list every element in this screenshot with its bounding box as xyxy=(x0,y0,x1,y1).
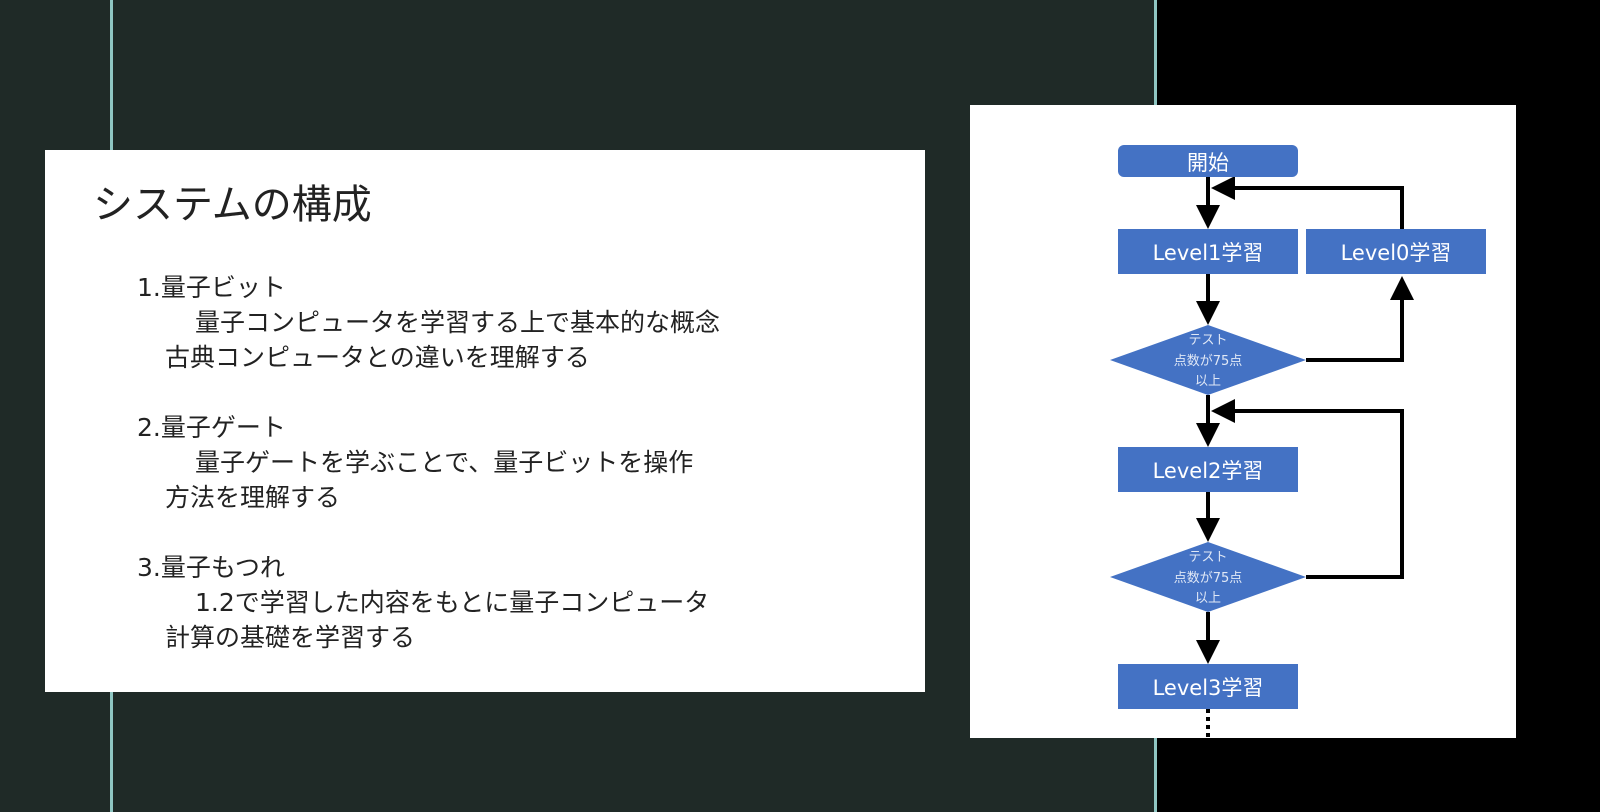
item-heading: 1.量子ビット xyxy=(137,273,286,302)
arrow xyxy=(1306,276,1414,362)
start-node xyxy=(1118,145,1298,177)
decision-node xyxy=(1110,542,1306,612)
arrow xyxy=(1211,399,1404,579)
item-text: 古典コンピュータとの違いを理解する xyxy=(165,343,590,372)
decision-label: 以上 xyxy=(1195,591,1221,606)
item-text: 計算の基礎を学習する xyxy=(165,623,416,652)
level3-node xyxy=(1118,664,1298,709)
decision-label: 点数が75点 xyxy=(1174,571,1243,586)
level2-label: Level2学習 xyxy=(1153,459,1264,483)
item-text: 量子ゲートを学ぶことで、量子ビットを操作 xyxy=(195,448,694,477)
decision-label: テスト xyxy=(1188,333,1227,348)
flowchart: 開始 Level1学習 Level0学習 テスト 点数が75点 以上 Level… xyxy=(1110,145,1486,738)
item-text: 方法を理解する xyxy=(165,483,341,512)
level2-node xyxy=(1118,447,1298,492)
item-heading: 2.量子ゲート xyxy=(137,413,286,442)
item-text: 量子コンピュータを学習する上で基本的な概念 xyxy=(195,308,721,337)
slide-system-structure: システムの構成 1.量子ビット 量子コンピュータを学習する上で基本的な概念 古典… xyxy=(45,150,925,692)
list-item: 2.量子ゲート 量子ゲートを学ぶことで、量子ビットを操作 方法を理解する xyxy=(137,410,693,515)
start-label: 開始 xyxy=(1187,151,1229,175)
arrow xyxy=(1211,176,1404,229)
list-item: 3.量子もつれ 1.2で学習した内容をもとに量子コンピュータ 計算の基礎を学習す… xyxy=(137,550,709,655)
level1-node xyxy=(1118,229,1298,274)
arrows xyxy=(1196,176,1414,738)
flowchart-panel: 開始 Level1学習 Level0学習 テスト 点数が75点 以上 Level… xyxy=(970,105,1516,738)
item-heading: 3.量子もつれ xyxy=(137,553,285,582)
decision-label: 以上 xyxy=(1195,374,1221,389)
slide-title: システムの構成 xyxy=(93,182,372,228)
level1-label: Level1学習 xyxy=(1153,241,1264,265)
level3-label: Level3学習 xyxy=(1153,676,1264,700)
decision-label: テスト xyxy=(1188,550,1227,565)
level0-label: Level0学習 xyxy=(1341,241,1452,265)
list-item: 1.量子ビット 量子コンピュータを学習する上で基本的な概念 古典コンピュータとの… xyxy=(137,270,720,375)
level0-node xyxy=(1306,229,1486,274)
decision-label: 点数が75点 xyxy=(1174,354,1243,369)
decision-node xyxy=(1110,325,1306,395)
item-text: 1.2で学習した内容をもとに量子コンピュータ xyxy=(195,588,710,617)
